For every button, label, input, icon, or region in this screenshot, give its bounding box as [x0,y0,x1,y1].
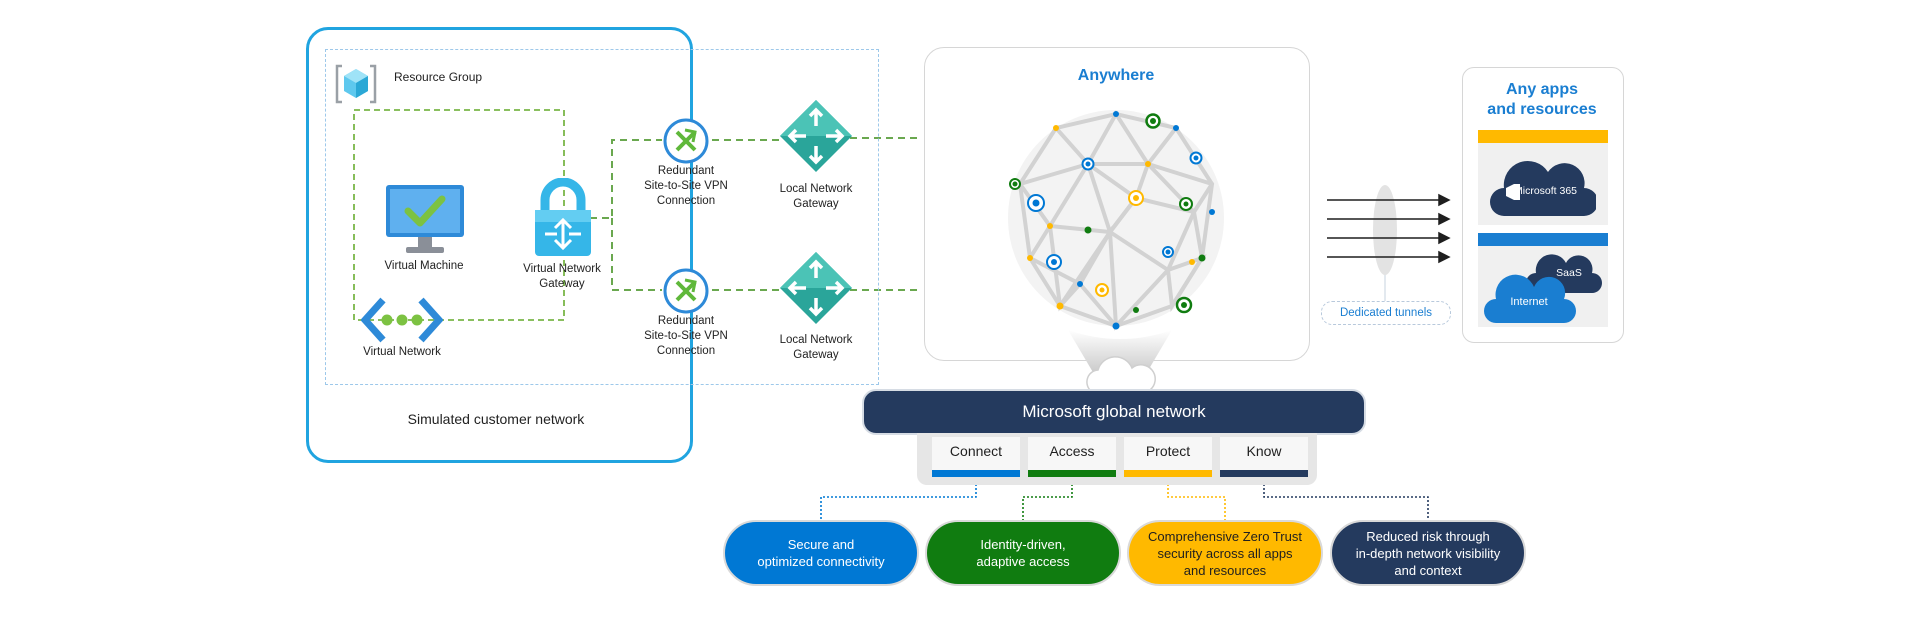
virtual-network-gateway-icon [535,178,591,256]
pill-visibility-line-1: Reduced risk through [1366,528,1490,544]
virtual-machine-label: Virtual Machine [384,260,464,272]
pill-connectivity-line-2: optimized connectivity [757,554,885,569]
tab-know-bar [1220,470,1308,477]
tab-access: Access [1028,437,1116,477]
customer-network-footer: Simulated customer network [407,411,585,427]
lng-label-top: Local Network Gateway [766,182,866,212]
gateway-to-vpn-line [590,139,662,291]
vpn-connection-icon-bottom [663,268,709,314]
pill-zero-trust-line-1: Comprehensive Zero Trust [1148,528,1302,544]
tab-know: Know [1220,437,1308,477]
vpn-label-top-line-3: Connection [656,195,716,207]
tab-connect-bar [932,470,1020,477]
vnet-gateway-label-line-2: Gateway [539,278,585,290]
pill-visibility-line-2: in-depth network visibility [1355,545,1501,561]
tab-access-label: Access [1049,443,1095,459]
vpn-label-top-line-2: Site-to-Site VPN [644,180,728,192]
vpn-label-bottom-line-2: Site-to-Site VPN [644,330,728,342]
vnet-gateway-label: Virtual Network Gateway [512,262,612,292]
m365-label: Microsoft 365 [1514,185,1578,197]
protect-connector [1167,480,1226,520]
local-network-gateway-icon-bottom [780,252,852,324]
m365-cloud-icon [1490,160,1596,216]
pill-zero-trust: Comprehensive Zero Trust security across… [1127,520,1323,586]
pill-zero-trust-line-2: security across all apps [1157,545,1293,561]
lng-label-top-line-1: Local Network [779,183,853,195]
resource-group-label: Resource Group [394,70,483,84]
pill-connectivity-line-1: Secure and [787,537,855,552]
vpn-label-top: Redundant Site-to-Site VPN Connection [626,164,746,209]
lng-label-bottom-line-1: Local Network [779,334,853,346]
access-connector [1022,480,1073,520]
vpn-connection-icon-top [663,118,709,164]
lng-label-top-line-2: Gateway [793,198,839,210]
m365-card-bar [1478,130,1608,143]
connect-connector [820,480,977,520]
vnet-gateway-label-line-1: Virtual Network [523,263,601,275]
lng-label-bottom: Local Network Gateway [766,333,866,363]
dedicated-tunnels-arrows [1327,185,1451,301]
vpn-label-bottom-line-1: Redundant [657,315,715,327]
dedicated-tunnels-label: Dedicated tunnels [1321,301,1451,325]
apps-title-line-2: and resources [1487,101,1597,118]
simulated-customer-network-box [306,27,693,463]
tab-connect: Connect [932,437,1020,477]
pill-visibility: Reduced risk through in-depth network vi… [1330,520,1526,586]
know-connector [1263,480,1429,520]
saas-label: SaaS [1556,267,1582,279]
virtual-network-label: Virtual Network [363,346,441,358]
vpn-label-bottom-line-3: Connection [656,345,716,357]
internet-label: Internet [1510,296,1548,308]
apps-title-line-1: Any apps [1505,81,1578,98]
tab-protect-label: Protect [1145,443,1191,459]
tab-protect-bar [1124,470,1212,477]
pill-access-line-1: Identity-driven, [980,537,1066,552]
lng-label-bottom-line-2: Gateway [793,349,839,361]
tab-protect: Protect [1124,437,1212,477]
globe-network-icon [1008,110,1224,331]
internet-saas-card: SaaS Internet [1478,233,1608,327]
resource-group-box [325,49,879,385]
microsoft-365-card: Microsoft 365 [1478,130,1608,225]
apps-title: Any apps and resources [1462,80,1622,120]
tab-know-label: Know [1246,443,1282,459]
anywhere-title: Anywhere [1077,67,1155,84]
pill-visibility-line-3: and context [1394,562,1462,578]
local-network-gateway-icon-top [780,100,852,172]
tab-access-bar [1028,470,1116,477]
pill-zero-trust-line-3: and resources [1183,562,1267,578]
virtual-machine-icon [386,185,464,253]
vpn-label-bottom: Redundant Site-to-Site VPN Connection [626,314,746,359]
internet-cloud-icon [1484,274,1576,323]
resource-group-icon [335,64,377,104]
pill-access: Identity-driven, adaptive access [925,520,1121,586]
subnet-dashed-outline [353,109,565,321]
vpn-label-top-line-1: Redundant [657,165,715,177]
pill-connectivity: Secure and optimized connectivity [723,520,919,586]
internet-card-bar [1478,233,1608,246]
tab-connect-label: Connect [949,443,1003,459]
virtual-network-icon [361,297,443,343]
pill-access-line-2: adaptive access [976,554,1070,569]
cloud-spotlight-icon [1068,330,1172,391]
global-network-banner: Microsoft global network [862,389,1366,435]
